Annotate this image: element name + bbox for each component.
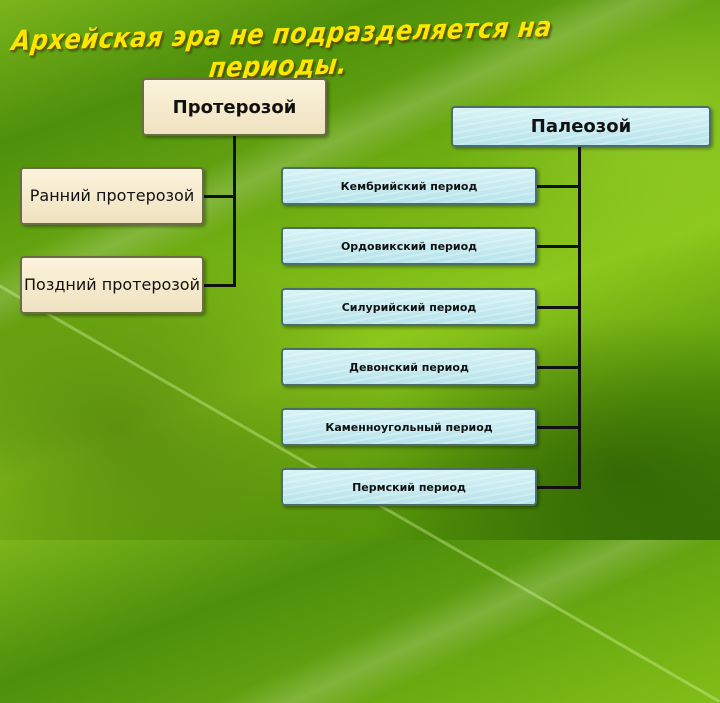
connector-paleozoi-vertical bbox=[578, 147, 581, 489]
ordovician-period-box: Ордовикский период bbox=[281, 227, 537, 265]
connector-pozdni bbox=[204, 284, 236, 287]
connector-period-1 bbox=[537, 185, 581, 188]
connector-period-3 bbox=[537, 306, 581, 309]
connector-proterozoi-vertical bbox=[233, 136, 236, 287]
proterozoic-box: Протерозой bbox=[142, 78, 327, 136]
carboniferous-period-box: Каменноугольный период bbox=[281, 408, 537, 446]
paleozoic-box: Палеозой bbox=[451, 106, 711, 147]
connector-period-4 bbox=[537, 366, 581, 369]
connector-period-6 bbox=[537, 486, 581, 489]
connector-period-2 bbox=[537, 245, 581, 248]
late-proterozoic-box: Поздний протерозой bbox=[20, 256, 204, 314]
connector-period-5 bbox=[537, 426, 581, 429]
connector-ranni bbox=[204, 195, 236, 198]
cambrian-period-box: Кембрийский период bbox=[281, 167, 537, 205]
permian-period-box: Пермский период bbox=[281, 468, 537, 506]
silurian-period-box: Силурийский период bbox=[281, 288, 537, 326]
early-proterozoic-box: Ранний протерозой bbox=[20, 167, 204, 225]
devonian-period-box: Девонский период bbox=[281, 348, 537, 386]
